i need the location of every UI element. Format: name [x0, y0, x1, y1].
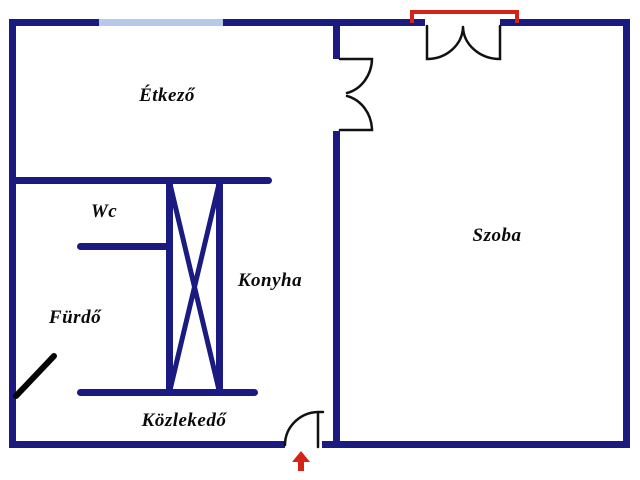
- wall-szoba-lower: [333, 131, 340, 448]
- wall-bottom-right: [322, 441, 630, 448]
- room-label-konyha: Konyha: [237, 270, 303, 291]
- wall-right: [623, 19, 630, 448]
- room-label-furdo: Fürdő: [48, 307, 102, 328]
- window-marker: [99, 19, 223, 26]
- entrance-door-icon: [283, 410, 325, 449]
- wall-wc-bottom: [77, 243, 170, 250]
- wall-left: [9, 19, 16, 448]
- wall-top-left: [9, 19, 99, 26]
- shaft-wall-right: [216, 180, 223, 393]
- entrance-marker: [410, 10, 519, 23]
- wall-bottom-left: [9, 441, 285, 448]
- top-double-door-icon: [425, 24, 502, 61]
- entrance-arrow-icon: [292, 451, 310, 471]
- shaft-wall-left: [166, 180, 173, 393]
- room-label-szoba: Szoba: [472, 225, 522, 246]
- wall-szoba-upper: [333, 19, 340, 59]
- room-label-etkezo: Étkező: [139, 85, 195, 106]
- wall-top-middle: [223, 19, 425, 26]
- szoba-double-door-icon: [338, 57, 374, 132]
- room-label-wc: Wc: [90, 201, 118, 222]
- furdo-door-leaf-icon: [13, 353, 57, 399]
- room-label-kozlekedo: Közlekedő: [141, 410, 227, 431]
- shaft-x-brace-icon: [167, 181, 222, 393]
- wall-top-right: [500, 19, 630, 26]
- wall-etkezo-bottom: [9, 177, 272, 184]
